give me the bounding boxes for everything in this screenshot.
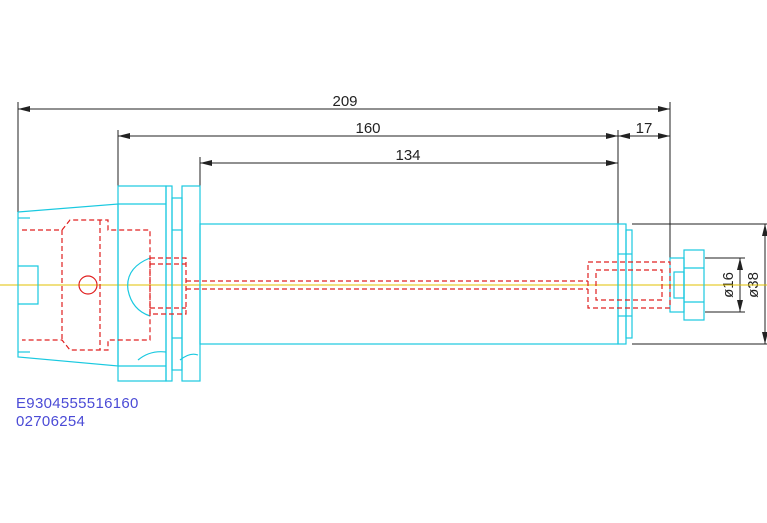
cross-hole <box>78 275 98 295</box>
dim-134-label: 134 <box>395 147 420 164</box>
dim-209-label: 209 <box>332 93 357 110</box>
dimension-lines <box>17 102 767 345</box>
dim-17-label: 17 <box>636 120 653 137</box>
dim-160-label: 160 <box>355 120 380 137</box>
tool-holder-outline <box>17 185 705 382</box>
dimension-arrows <box>18 106 767 344</box>
part-code: E9304555516160 <box>16 395 139 412</box>
part-code-secondary: 02706254 <box>16 413 86 430</box>
hidden-lines <box>22 219 671 351</box>
